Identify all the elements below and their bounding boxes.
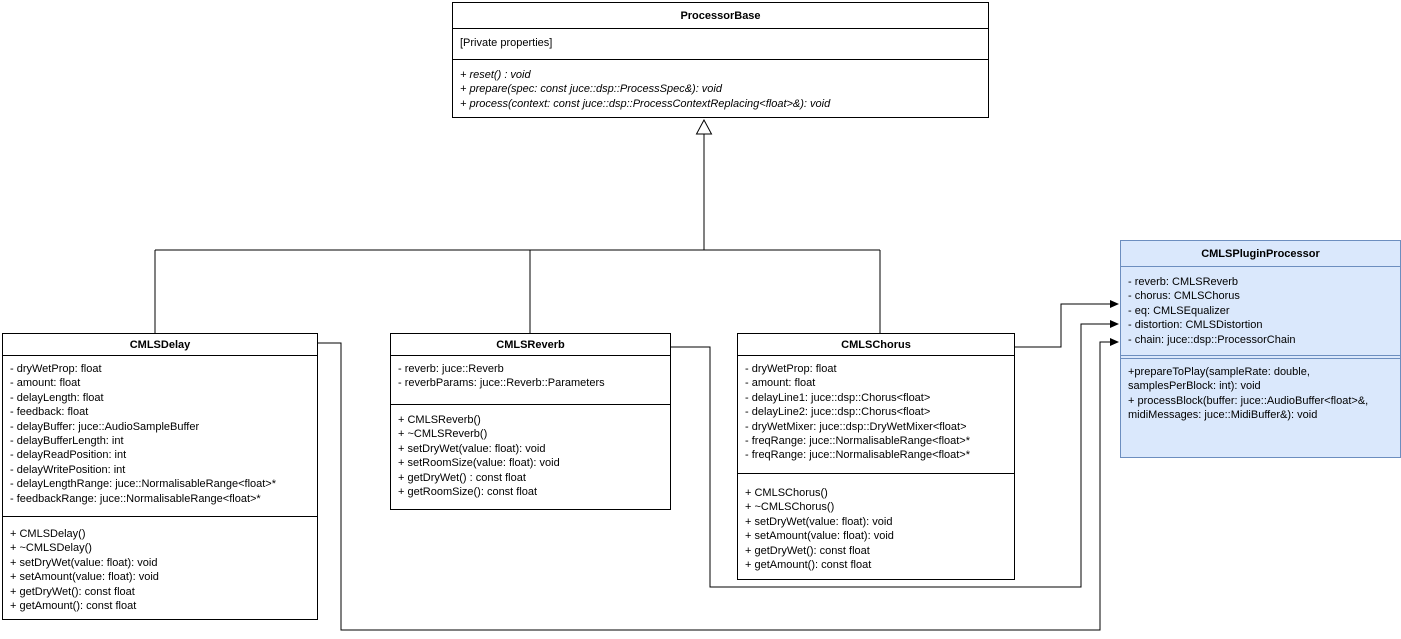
class-title: CMLSChorus xyxy=(738,334,1014,356)
methods-compartment: + CMLSChorus() + ~CMLSChorus()+ setDryWet… xyxy=(738,473,1014,579)
member-row: - delayLine1: juce::dsp::Chorus<float> xyxy=(745,391,931,404)
member-row: [Private properties] xyxy=(460,37,553,49)
member-row: - delayBuffer: juce::AudioSampleBuffer xyxy=(10,420,200,433)
class-box-cmlsreverb[interactable]: CMLSReverb - reverb: juce::Reverb- rever… xyxy=(390,333,671,510)
association-line xyxy=(318,341,1110,631)
member-row: + CMLSChorus() xyxy=(745,487,828,499)
member-row: + ~CMLSChorus() xyxy=(745,501,835,514)
member-row: + setDryWet(value: float): void xyxy=(398,442,546,455)
member-row: - reverb: CMLSReverb xyxy=(1128,276,1239,288)
class-title: CMLSReverb xyxy=(391,334,670,356)
member-row: + setRoomSize(value: float): void xyxy=(398,457,560,470)
member-row: - reverb: juce::Reverb xyxy=(398,363,504,375)
association-line xyxy=(1015,303,1110,348)
member-row: + getAmount(): const float xyxy=(745,559,872,572)
methods-compartment: + reset() : void + prepare(spec: const ju… xyxy=(453,59,988,117)
member-row: - feedback: float xyxy=(10,406,89,419)
member-row: - delayReadPosition: int xyxy=(10,449,127,462)
member-row: - dryWetMixer: juce::dsp::DryWetMixer<fl… xyxy=(745,420,967,433)
member-row: + getDryWet(): const float xyxy=(745,544,870,557)
filled-arrowhead-icon xyxy=(1110,300,1119,308)
attributes-compartment: - dryWetProp: float- amount: float- dela… xyxy=(738,356,1014,473)
member-row: - delayWritePosition: int xyxy=(10,463,126,476)
member-row: + CMLSReverb() xyxy=(398,414,481,426)
member-row: + processBlock(buffer: juce::AudioBuffer… xyxy=(1128,394,1369,407)
member-row: - dryWetProp: float xyxy=(10,363,102,375)
member-row: - freqRange: juce::NormalisableRange<flo… xyxy=(745,435,971,448)
member-row: + ~CMLSReverb() xyxy=(398,428,488,441)
member-row: - amount: float xyxy=(10,377,81,390)
member-row: midiMessages: juce::MidiBuffer&): void xyxy=(1128,409,1318,422)
empty-compartment-divider xyxy=(1121,355,1400,359)
member-row: - delayBufferLength: int xyxy=(10,435,124,448)
hollow-triangle-arrowhead-icon xyxy=(695,118,713,135)
methods-compartment: + CMLSReverb() + ~CMLSReverb()+ setDryWet… xyxy=(391,404,670,509)
member-row: - chorus: CMLSChorus xyxy=(1128,290,1240,303)
member-row: + CMLSDelay() xyxy=(10,528,86,540)
class-box-cmlsdelay[interactable]: CMLSDelay - dryWetProp: float - amount: f… xyxy=(2,333,318,620)
member-row: + getAmount(): const float xyxy=(10,600,137,613)
generalization-connector[interactable] xyxy=(154,118,881,333)
filled-arrowhead-icon xyxy=(1110,320,1119,328)
attributes-compartment: - reverb: CMLSReverb - chorus: CMLSChorus… xyxy=(1121,267,1400,355)
member-row: - dryWetProp: float xyxy=(745,363,837,375)
member-row: + process(context: const juce::dsp::Proc… xyxy=(460,97,831,110)
member-row: - reverbParams: juce::Reverb::Parameters xyxy=(398,377,605,390)
association-chorus-to-plugin[interactable] xyxy=(1015,300,1119,348)
filled-arrowhead-icon xyxy=(1110,338,1119,346)
class-box-cmlspluginprocessor[interactable]: CMLSPluginProcessor - reverb: CMLSReverb… xyxy=(1120,240,1401,458)
member-row: + prepare(spec: const juce::dsp::Process… xyxy=(460,83,722,96)
class-box-processorbase[interactable]: ProcessorBase [Private properties] + res… xyxy=(452,2,989,118)
member-row: + reset() : void xyxy=(460,69,531,81)
class-title: CMLSDelay xyxy=(3,334,317,356)
methods-compartment: +prepareToPlay(sampleRate: double, sample… xyxy=(1121,359,1400,457)
member-row: - distortion: CMLSDistortion xyxy=(1128,319,1263,332)
member-row: - delayLine2: juce::dsp::Chorus<float> xyxy=(745,406,931,419)
member-row: - amount: float xyxy=(745,377,816,390)
class-box-cmlschorus[interactable]: CMLSChorus - dryWetProp: float - amount: … xyxy=(737,333,1015,580)
attributes-compartment: - dryWetProp: float- amount: float- dela… xyxy=(3,356,317,516)
association-reverb-to-plugin[interactable] xyxy=(671,320,1119,588)
member-row: + getRoomSize(): const float xyxy=(398,486,538,499)
class-title: CMLSPluginProcessor xyxy=(1121,241,1400,267)
methods-compartment: + CMLSDelay() + ~CMLSDelay()+ setDryWet(v… xyxy=(3,516,317,619)
class-title: ProcessorBase xyxy=(453,3,988,29)
association-line xyxy=(671,323,1110,588)
association-delay-to-plugin[interactable] xyxy=(318,338,1119,631)
member-row: - chain: juce::dsp::ProcessorChain xyxy=(1128,333,1296,346)
member-row: + setAmount(value: float): void xyxy=(745,530,894,543)
member-row: + setDryWet(value: float): void xyxy=(745,515,893,528)
member-row: - delayLengthRange: juce::NormalisableRa… xyxy=(10,478,277,491)
member-row: + getDryWet() : const float xyxy=(398,471,526,484)
member-row: +prepareToPlay(sampleRate: double, xyxy=(1128,366,1310,378)
member-row: - eq: CMLSEqualizer xyxy=(1128,304,1230,317)
member-row: - feedbackRange: juce::NormalisableRange… xyxy=(10,492,261,505)
member-row: - delayLength: float xyxy=(10,391,104,404)
attributes-compartment: - reverb: juce::Reverb- reverbParams: ju… xyxy=(391,356,670,404)
member-row: + setDryWet(value: float): void xyxy=(10,556,158,569)
member-row: samplesPerBlock: int): void xyxy=(1128,380,1261,393)
generalization-lines xyxy=(154,134,881,333)
member-row: - freqRange: juce::NormalisableRange<flo… xyxy=(745,449,971,462)
member-row: + setAmount(value: float): void xyxy=(10,571,159,584)
attributes-compartment: [Private properties] xyxy=(453,29,988,59)
member-row: + ~CMLSDelay() xyxy=(10,542,92,555)
member-row: + getDryWet(): const float xyxy=(10,585,135,598)
